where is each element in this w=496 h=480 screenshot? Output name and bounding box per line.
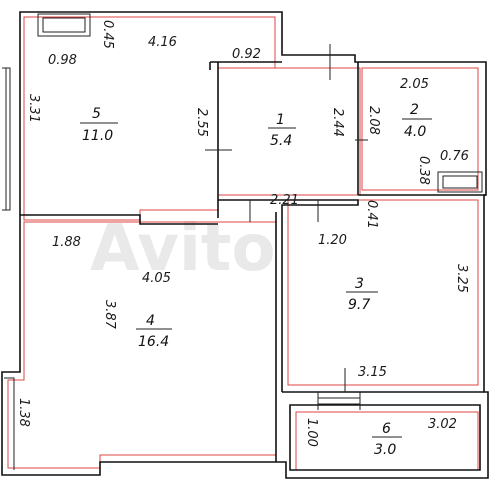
dim-2-08: 2.08 bbox=[366, 106, 381, 135]
room-2-area: 4.0 bbox=[404, 124, 426, 140]
dim-0-98: 0.98 bbox=[48, 53, 77, 68]
room-5-area: 11.0 bbox=[82, 128, 113, 144]
dimension-labels: 0.45 4.16 0.98 0.92 3.31 2.55 2.44 2.05 … bbox=[16, 20, 469, 447]
room-1-area: 5.4 bbox=[270, 133, 292, 149]
dim-1-00: 1.00 bbox=[304, 418, 319, 447]
room-6-area: 3.0 bbox=[374, 442, 396, 458]
watermark-text: Avito bbox=[90, 212, 275, 286]
room-3-number: 3 bbox=[355, 276, 364, 292]
room-6-number: 6 bbox=[382, 421, 391, 437]
room-2-number: 2 bbox=[410, 102, 419, 118]
room-1-number: 1 bbox=[276, 112, 285, 128]
dim-1-38: 1.38 bbox=[16, 398, 31, 427]
dim-0-76: 0.76 bbox=[440, 149, 469, 164]
dim-1-88: 1.88 bbox=[52, 235, 81, 250]
dim-2-55: 2.55 bbox=[194, 108, 209, 137]
dim-3-31: 3.31 bbox=[26, 94, 41, 123]
room-5-number: 5 bbox=[92, 106, 101, 122]
dim-3-15: 3.15 bbox=[358, 365, 387, 380]
dim-0-92: 0.92 bbox=[232, 47, 261, 62]
dim-4-05: 4.05 bbox=[142, 271, 171, 286]
dim-3-25: 3.25 bbox=[454, 264, 469, 293]
dim-1-20: 1.20 bbox=[318, 233, 347, 248]
dim-2-05: 2.05 bbox=[400, 77, 429, 92]
room-labels: 5 11.0 1 5.4 2 4.0 4 16.4 3 9.7 6 3.0 bbox=[80, 102, 432, 458]
room-4-number: 4 bbox=[146, 313, 155, 329]
dim-0-45: 0.45 bbox=[100, 20, 115, 49]
dim-0-41: 0.41 bbox=[364, 200, 379, 229]
dim-2-44: 2.44 bbox=[330, 108, 345, 137]
dim-0-38: 0.38 bbox=[416, 156, 431, 185]
dim-3-87: 3.87 bbox=[102, 300, 117, 330]
dim-4-16: 4.16 bbox=[148, 35, 177, 50]
dim-2-21: 2.21 bbox=[270, 193, 299, 208]
walls bbox=[1, 11, 489, 479]
room-3-area: 9.7 bbox=[348, 297, 370, 313]
dim-3-02: 3.02 bbox=[428, 417, 457, 432]
room-4-area: 16.4 bbox=[138, 334, 169, 350]
